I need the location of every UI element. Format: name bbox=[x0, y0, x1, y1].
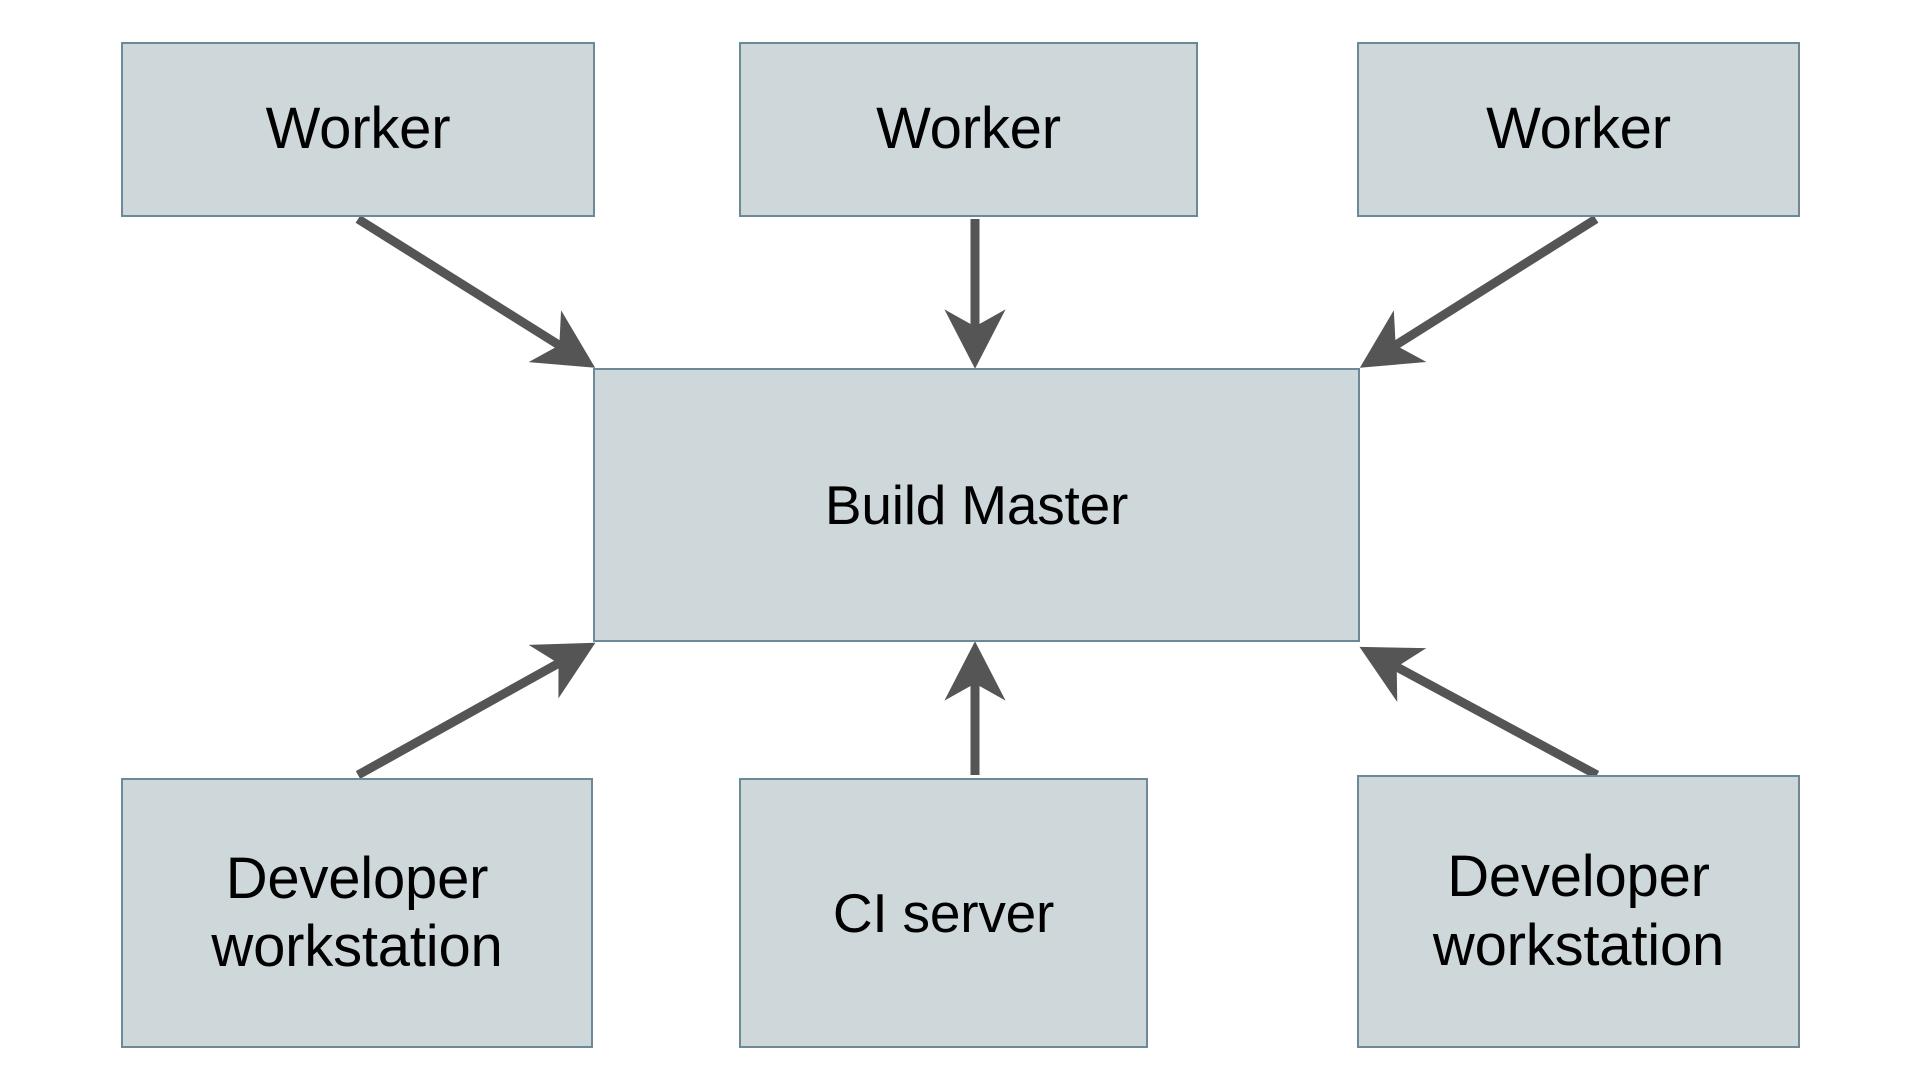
node-worker-1[interactable]: Worker bbox=[121, 42, 595, 217]
node-ci-server-label: CI server bbox=[832, 881, 1055, 944]
node-build-master[interactable]: Build Master bbox=[593, 368, 1360, 642]
node-build-master-label: Build Master bbox=[824, 473, 1129, 536]
edge-devleft-to-master bbox=[355, 642, 596, 779]
node-worker-2-label: Worker bbox=[876, 96, 1061, 162]
node-developer-workstation-right-label: Developer workstation bbox=[1432, 844, 1725, 978]
node-developer-workstation-left[interactable]: Developer workstation bbox=[121, 778, 593, 1048]
node-worker-2[interactable]: Worker bbox=[739, 42, 1198, 217]
edge-devright-to-master bbox=[1359, 646, 1600, 779]
node-worker-1-label: Worker bbox=[265, 96, 451, 162]
node-ci-server[interactable]: CI server bbox=[739, 778, 1148, 1048]
node-developer-workstation-left-label: Developer workstation bbox=[211, 845, 503, 979]
node-worker-3[interactable]: Worker bbox=[1357, 42, 1800, 217]
node-worker-3-label: Worker bbox=[1486, 96, 1671, 162]
edge-worker1-to-master bbox=[355, 215, 596, 368]
node-developer-workstation-right[interactable]: Developer workstation bbox=[1357, 775, 1800, 1048]
edge-worker3-to-master bbox=[1359, 215, 1599, 368]
